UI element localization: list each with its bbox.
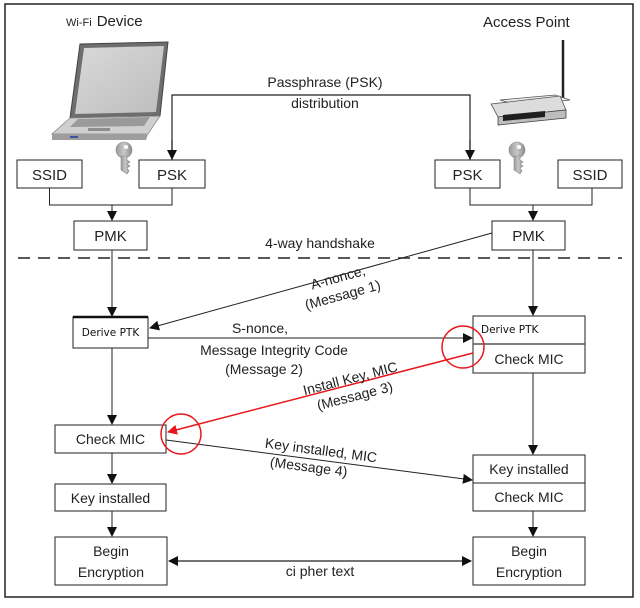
cipher-text-label: ci pher text [286, 563, 355, 579]
left-psk-box: PSK [138, 159, 206, 189]
key-icon-right [508, 141, 526, 175]
wifi-device-title: Wi-Fi Device [66, 13, 143, 30]
svg-text:Derive PTK: Derive PTK [82, 327, 141, 339]
left-key-installed-box: Key installed [54, 483, 167, 512]
svg-text:Encryption: Encryption [78, 564, 144, 580]
outer-frame [4, 3, 634, 598]
svg-text:PSK: PSK [452, 167, 482, 184]
right-ssid-box: SSID [557, 159, 623, 189]
key-icon-left [115, 141, 133, 175]
svg-text:Begin: Begin [93, 543, 129, 559]
svg-text:Begin: Begin [511, 543, 547, 559]
laptop-icon [50, 41, 169, 140]
left-begin-encryption-box: Begin Encryption [54, 536, 168, 586]
svg-text:PSK: PSK [157, 167, 187, 184]
right-derive-ptk-label: Derive PTK [481, 324, 540, 336]
right-key-check-box: Key installed Check MIC [472, 454, 586, 512]
right-derive-check-box: Derive PTK Check MIC [472, 315, 586, 374]
message-1-arrow [149, 232, 493, 331]
message-3-label: Install Key, MIC (Message 3) [301, 358, 399, 413]
right-begin-encryption-box: Begin Encryption [472, 536, 586, 586]
svg-text:PMK: PMK [94, 228, 127, 245]
svg-text:(Message 2): (Message 2) [225, 361, 303, 377]
left-check-mic-box: Check MIC [54, 424, 167, 454]
left-pmk-box: PMK [73, 220, 148, 251]
right-check-mic-label: Check MIC [494, 351, 563, 367]
svg-text:S-nonce,: S-nonce, [232, 320, 288, 336]
highlight-circle-device [160, 413, 202, 455]
access-point-title: Access Point [483, 14, 571, 31]
svg-text:Encryption: Encryption [496, 564, 562, 580]
left-combine-line [49, 188, 173, 206]
right-combine-line [469, 188, 593, 206]
left-derive-ptk-box: Derive PTK [72, 315, 149, 349]
handshake-label: 4-way handshake [265, 235, 375, 251]
message-2-label: S-nonce, Message Integrity Code (Message… [200, 320, 348, 377]
router-icon [490, 40, 571, 126]
svg-text:Check MIC: Check MIC [76, 431, 145, 447]
right-pmk-box: PMK [491, 220, 566, 251]
message-4-arrow [165, 439, 473, 484]
svg-text:Message Integrity Code: Message Integrity Code [200, 342, 348, 358]
psk-distribution-line [171, 94, 471, 160]
highlight-circle-ap [441, 325, 485, 369]
psk-distribution-label-line2: distribution [291, 95, 359, 111]
svg-text:SSID: SSID [32, 167, 67, 184]
svg-text:PMK: PMK [512, 228, 545, 245]
message-3-arrow [167, 352, 474, 435]
message-4-label: Key installed, MIC (Message 4) [264, 435, 378, 480]
right-key-installed-label: Key installed [489, 461, 568, 477]
left-ssid-box: SSID [16, 159, 83, 189]
psk-distribution-label-line1: Passphrase (PSK) [267, 74, 382, 90]
svg-text:SSID: SSID [572, 167, 607, 184]
svg-text:Key installed: Key installed [71, 490, 150, 506]
right-psk-box: PSK [434, 159, 501, 189]
right-check-mic-2-label: Check MIC [494, 489, 563, 505]
